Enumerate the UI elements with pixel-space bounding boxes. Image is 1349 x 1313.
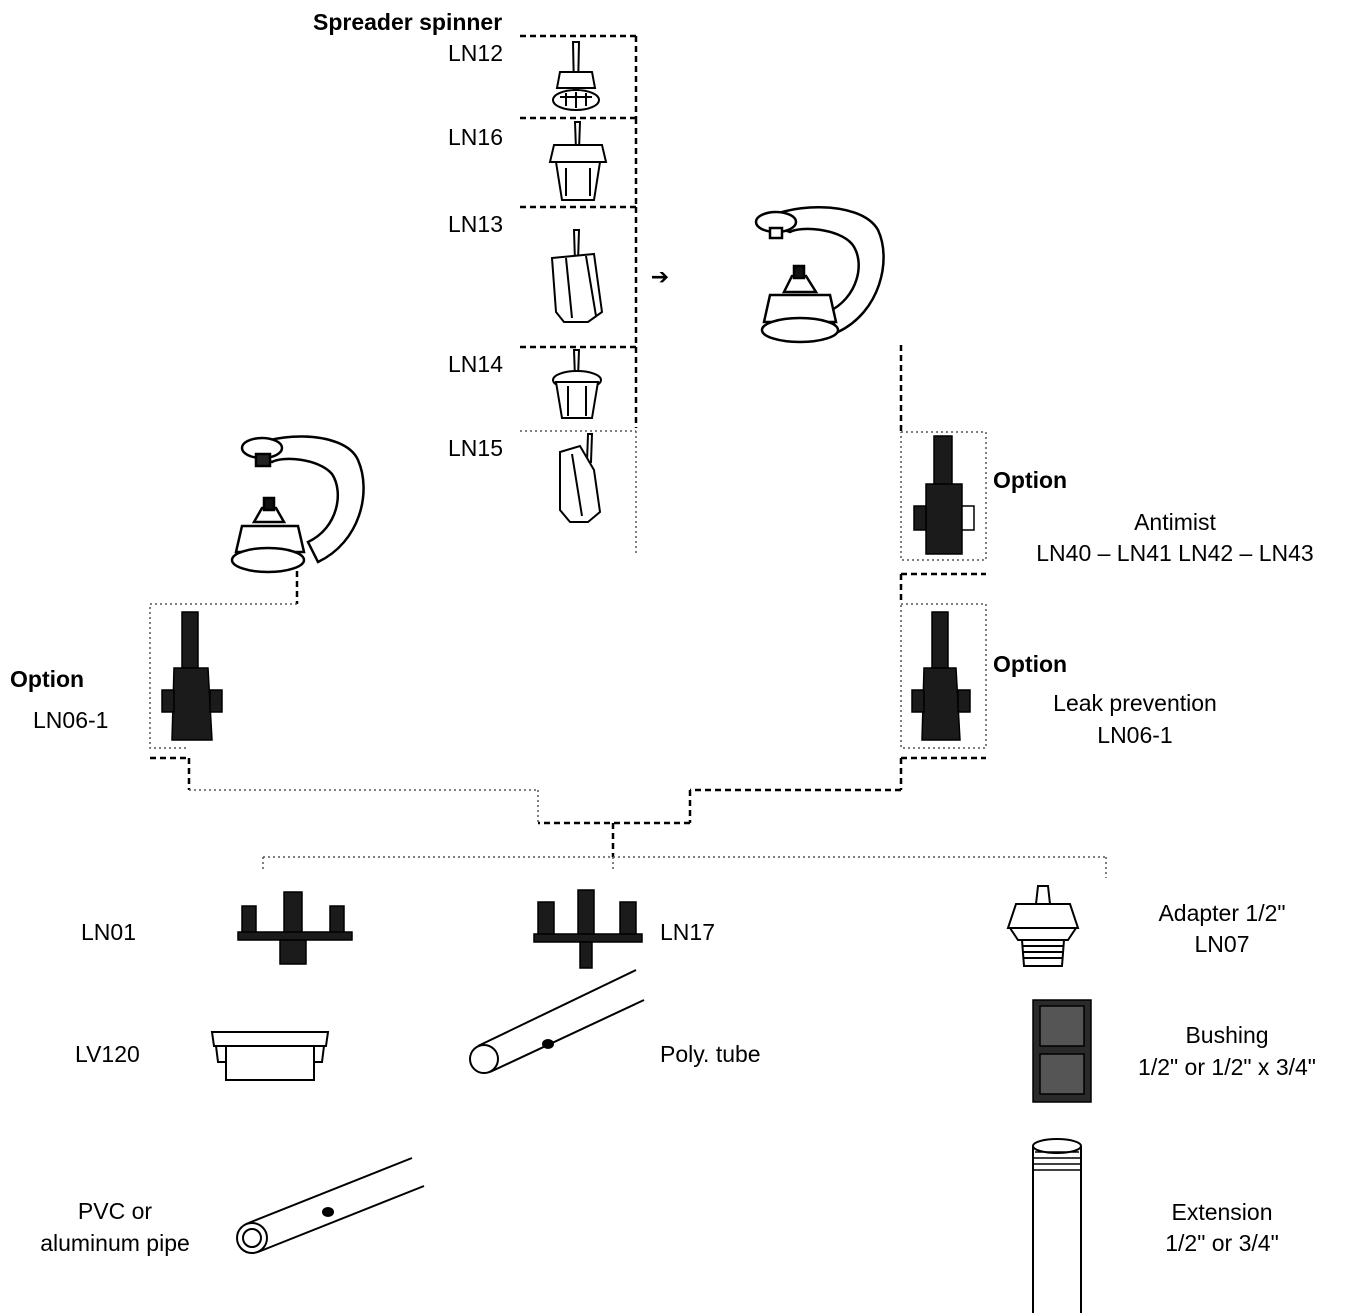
spinner-label-ln12: LN12 (448, 40, 503, 66)
ln01-label: LN01 (81, 919, 136, 945)
leak-prevention-option-label: Option (993, 651, 1067, 677)
extension-illustration (1033, 1139, 1081, 1313)
arrow-text: ➔ (651, 265, 669, 290)
ln17-illustration (534, 890, 642, 968)
extension-name: Extension (1134, 1199, 1310, 1225)
antimist-valve-illustration (914, 436, 974, 554)
pvc-pipe-illustration (237, 1158, 424, 1253)
adapter-ln07-illustration (1008, 886, 1078, 966)
adapter-name: Adapter 1/2" (1134, 900, 1310, 926)
sprinkler-head-left-illustration (232, 436, 364, 572)
antimist-name: Antimist (1010, 509, 1340, 535)
spinner-ln14-illustration (553, 350, 601, 418)
pvc-label-line1: PVC or (20, 1198, 210, 1224)
bushing-illustration (1033, 1000, 1091, 1102)
spinner-ln13-illustration (552, 230, 602, 322)
bushing-size: 1/2" or 1/2" x 3/4" (1110, 1054, 1344, 1080)
spinner-ln16-illustration (550, 122, 606, 200)
spinner-label-ln16: LN16 (448, 124, 503, 150)
pvc-label-line2: aluminum pipe (20, 1230, 210, 1256)
left-connector (150, 571, 297, 790)
ln17-label: LN17 (660, 919, 715, 945)
leak-prevention-code: LN06-1 (1010, 722, 1260, 748)
poly-tube-illustration (470, 970, 644, 1073)
leak-prevention-valve-right-illustration (912, 612, 970, 740)
spinner-label-ln14: LN14 (448, 351, 503, 377)
spinner-ln12-illustration (553, 42, 599, 110)
bushing-name: Bushing (1110, 1022, 1344, 1048)
distribution-dotted (263, 857, 1106, 878)
sprinkler-head-right-illustration (756, 207, 884, 342)
leak-prevention-name: Leak prevention (1010, 690, 1260, 716)
spreader-spinner-title: Spreader spinner (313, 9, 502, 35)
right-connector-top (538, 345, 986, 823)
left-option-code: LN06-1 (33, 707, 108, 733)
extension-size: 1/2" or 3/4" (1134, 1230, 1310, 1256)
antimist-option-label: Option (993, 467, 1067, 493)
poly-tube-label: Poly. tube (660, 1041, 761, 1067)
lv120-label: LV120 (75, 1041, 140, 1067)
spinner-ln15-illustration (560, 434, 600, 522)
lv120-illustration (212, 1032, 328, 1080)
spinner-label-ln15: LN15 (448, 435, 503, 461)
left-option-label: Option (10, 666, 84, 692)
adapter-code: LN07 (1134, 931, 1310, 957)
spinner-label-ln13: LN13 (448, 211, 503, 237)
leak-prevention-valve-left-illustration (162, 612, 222, 740)
ln01-illustration (238, 892, 352, 964)
antimist-codes: LN40 – LN41 LN42 – LN43 (1004, 540, 1346, 566)
